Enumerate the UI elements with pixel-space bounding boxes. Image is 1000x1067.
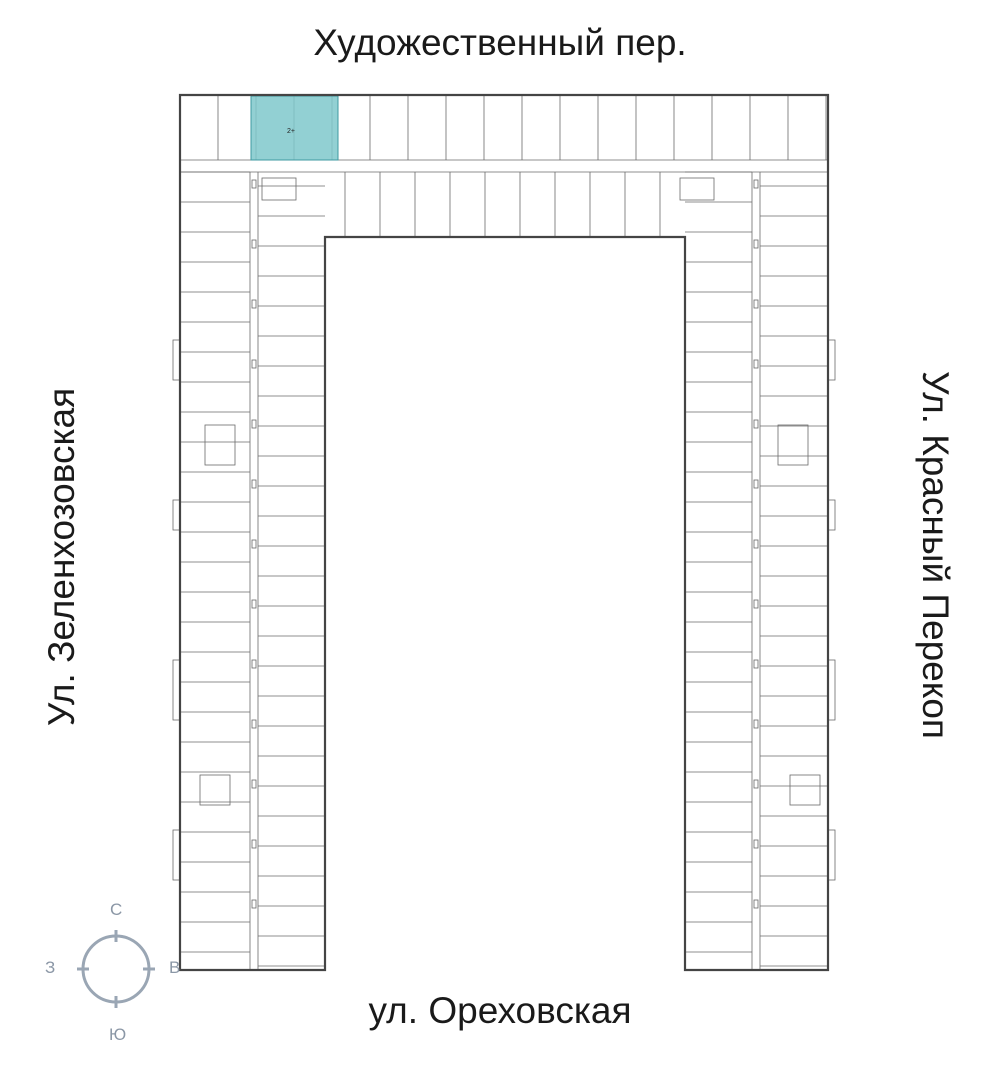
room [753, 419, 759, 429]
room [204, 424, 236, 466]
room [251, 599, 257, 609]
room [251, 899, 257, 909]
room [789, 774, 821, 806]
building-outline [178, 93, 830, 972]
room [753, 899, 759, 909]
room [261, 177, 297, 201]
room [251, 179, 257, 189]
room [251, 539, 257, 549]
room [753, 179, 759, 189]
room [679, 177, 715, 201]
room [251, 359, 257, 369]
room [251, 239, 257, 249]
room [777, 424, 809, 466]
street-label-bottom: ул. Ореховская [368, 990, 632, 1031]
room [753, 659, 759, 669]
highlighted-apartment[interactable] [250, 95, 339, 161]
room [753, 839, 759, 849]
compass-south: Ю [109, 1025, 127, 1044]
room [251, 719, 257, 729]
room [251, 299, 257, 309]
room [251, 419, 257, 429]
room [251, 839, 257, 849]
room [753, 719, 759, 729]
room [753, 479, 759, 489]
compass-east: В [169, 958, 181, 977]
room [251, 659, 257, 669]
room [753, 599, 759, 609]
room [753, 539, 759, 549]
room [753, 239, 759, 249]
highlighted-apartment-label: 2+ [287, 128, 295, 135]
room [251, 479, 257, 489]
room [251, 779, 257, 789]
compass-north: С [110, 900, 123, 919]
room [753, 779, 759, 789]
room [199, 774, 231, 806]
compass-icon [77, 930, 155, 1008]
compass-west: З [45, 958, 56, 977]
street-label-top: Художественный пер. [313, 22, 687, 63]
room [753, 359, 759, 369]
room [753, 299, 759, 309]
